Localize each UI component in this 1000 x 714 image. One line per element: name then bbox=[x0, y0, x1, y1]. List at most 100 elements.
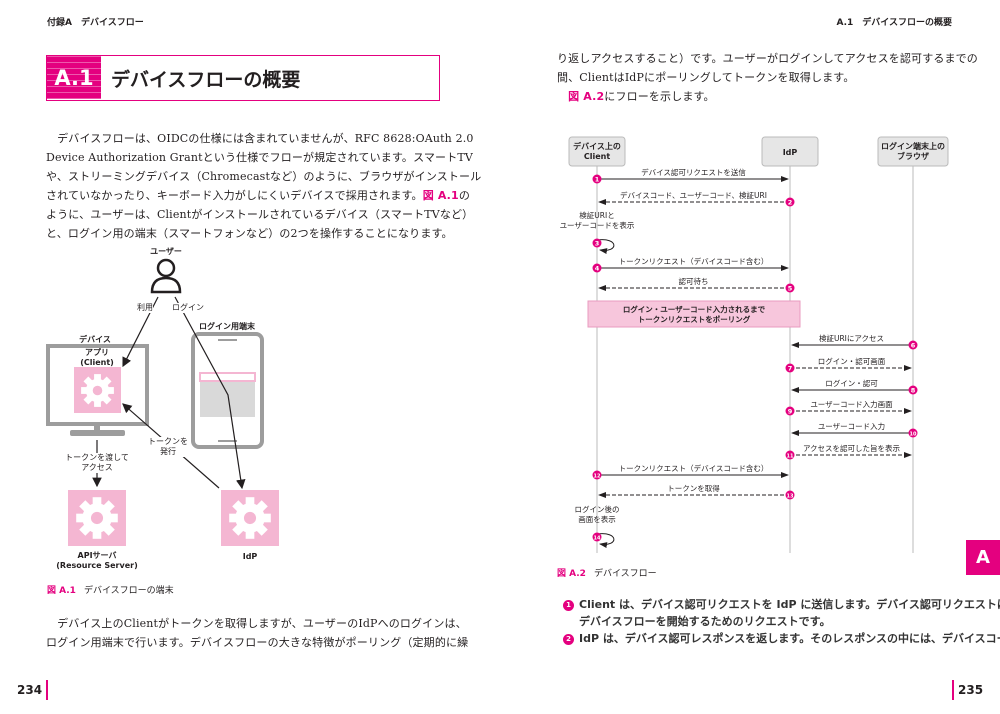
step-number-badge bbox=[785, 363, 795, 373]
idp-gear-icon bbox=[221, 490, 279, 546]
step-number: 4 bbox=[595, 264, 600, 272]
step-number-badge bbox=[785, 450, 795, 460]
text-segment: と、ログイン用の端末（スマートフォンなど）の2つを操作することになります。 bbox=[46, 227, 453, 240]
use-label: 利用 bbox=[137, 303, 153, 313]
text-line: や、ストリーミングデバイス（Chromecastなど）のように、ブラウザがインス… bbox=[46, 167, 481, 186]
step-number-badge: 2 bbox=[563, 634, 574, 645]
message-label: トークンを取得 bbox=[667, 483, 720, 493]
step-number: 12 bbox=[594, 473, 601, 479]
text-line: 図 A.2にフローを示します。 bbox=[557, 87, 978, 106]
user-label: ユーザー bbox=[150, 247, 182, 256]
text-line: ように、ユーザーは、Clientがインストールされているデバイス（スマートTVな… bbox=[46, 205, 481, 224]
message-label: トークンリクエスト（デバイスコード含む） bbox=[619, 463, 769, 473]
text-line: と、ログイン用の端末（スマートフォンなど）の2つを操作することになります。 bbox=[46, 224, 481, 243]
step-number-badge bbox=[592, 470, 602, 480]
text-segment: や、ストリーミングデバイス（Chromecastなど）のように、ブラウザがインス… bbox=[46, 170, 482, 183]
client-app-gear-icon bbox=[74, 367, 121, 413]
issue-token-label: トークンを発行 bbox=[148, 437, 188, 457]
message-label: デバイス認可リクエストを送信 bbox=[641, 167, 746, 177]
page-marker-right bbox=[952, 680, 954, 700]
message-label: 検証URIにアクセス bbox=[819, 333, 884, 343]
text-line: されていなかったり、キーボード入力がしにくいデバイスで採用されます。図 A.1の bbox=[46, 186, 481, 205]
device-flow-terminals-figure bbox=[46, 258, 279, 546]
text-segment: の bbox=[458, 189, 470, 202]
step-number: 9 bbox=[788, 407, 793, 415]
figure-reference-link[interactable]: 図 A.1 bbox=[422, 189, 459, 202]
message-label: ログイン・認可画面 bbox=[818, 356, 886, 366]
running-head-left: 付録A デバイスフロー bbox=[47, 18, 144, 28]
polling-note-box bbox=[587, 300, 801, 328]
api-server-gear-icon bbox=[68, 490, 126, 546]
text-segment: Device Authorization Grantという仕様でフローが規定され… bbox=[46, 151, 473, 164]
step-number-badge bbox=[908, 340, 918, 350]
text-line: Device Authorization Grantという仕様でフローが規定され… bbox=[46, 148, 481, 167]
actor-box bbox=[761, 136, 819, 167]
self-message-arrow bbox=[596, 239, 615, 255]
text-segment: されていなかったり、キーボード入力がしにくいデバイスで採用されます。 bbox=[46, 189, 423, 202]
message-label: 検証URIと bbox=[579, 210, 614, 220]
message-label: ユーザーコード入力 bbox=[818, 421, 885, 431]
step-number: 1 bbox=[595, 175, 600, 183]
step-number-badge bbox=[908, 385, 918, 395]
actor-label: Client bbox=[584, 152, 610, 161]
step-number: 14 bbox=[594, 535, 601, 541]
text-line: デバイス上のClientがトークンを取得しますが、ユーザーのIdPへのログインは… bbox=[46, 614, 468, 633]
text-line: ログイン用端末で行います。デバイスフローの大きな特徴がポーリング（定期的に繰 bbox=[46, 633, 468, 652]
step-number-badge bbox=[592, 532, 602, 542]
message-label: ログイン・認可 bbox=[825, 378, 878, 388]
text-line: デバイスフローは、OIDCの仕様には含まれていませんが、RFC 8628:OAu… bbox=[46, 129, 481, 148]
actor-box bbox=[877, 136, 949, 167]
app-label: アプリ(Client) bbox=[80, 348, 114, 367]
actor-box bbox=[568, 136, 626, 167]
step-number-badge bbox=[592, 238, 602, 248]
message-label: ログイン後の bbox=[575, 504, 620, 514]
step-number: 3 bbox=[595, 239, 600, 247]
step-number: 2 bbox=[788, 198, 793, 206]
actor-label: デバイス上の bbox=[573, 141, 621, 151]
message-label: ユーザーコードを表示 bbox=[560, 220, 635, 230]
text-segment: にフローを示します。 bbox=[604, 90, 715, 103]
page-number-right: 235 bbox=[958, 683, 984, 697]
actor-label: ブラウザ bbox=[897, 151, 929, 161]
polling-note-text: トークンリクエストをポーリング bbox=[638, 314, 751, 324]
text-segment: ように、ユーザーは、Clientがインストールされているデバイス（スマートTVな… bbox=[46, 208, 474, 221]
message-label: 画面を表示 bbox=[578, 514, 616, 524]
actor-label: IdP bbox=[783, 148, 798, 157]
step-number-badge: 1 bbox=[563, 600, 574, 611]
message-label: アクセスを認可した旨を表示 bbox=[803, 443, 901, 453]
section-number: A.1 bbox=[47, 56, 101, 99]
step-number-badge bbox=[592, 174, 602, 184]
pass-token-label: トークンを渡してアクセス bbox=[65, 453, 129, 473]
step-number-badge bbox=[785, 490, 795, 500]
login-terminal-label: ログイン用端末 bbox=[199, 322, 255, 331]
message-label: ユーザーコード入力画面 bbox=[810, 399, 893, 409]
text-segment: り返しアクセスすること）です。ユーザーがログインしてアクセスを認可するまでの bbox=[557, 52, 978, 65]
step-item-line: デバイスフローを開始するためのリクエストです。 bbox=[579, 615, 831, 628]
monitor-icon bbox=[46, 344, 149, 436]
text-segment: デバイス上のClientがトークンを取得しますが、ユーザーのIdPへのログインは… bbox=[46, 617, 467, 630]
polling-paragraph: デバイス上のClientがトークンを取得しますが、ユーザーのIdPへのログインは… bbox=[46, 614, 468, 652]
text-segment: ログイン用端末で行います。デバイスフローの大きな特徴がポーリング（定期的に繰 bbox=[46, 636, 469, 649]
step-number-badge bbox=[592, 263, 602, 273]
step-number: 7 bbox=[788, 364, 793, 372]
intro-paragraph: デバイスフローは、OIDCの仕様には含まれていませんが、RFC 8628:OAu… bbox=[46, 129, 481, 243]
step-number: 13 bbox=[787, 493, 794, 499]
device-label: デバイス bbox=[79, 335, 111, 344]
step-number-badge bbox=[785, 406, 795, 416]
text-line: り返しアクセスすること）です。ユーザーがログインしてアクセスを認可するまでの bbox=[557, 49, 978, 68]
text-segment: デバイスフローは、OIDCの仕様には含まれていませんが、RFC 8628:OAu… bbox=[46, 132, 474, 145]
page-number-left: 234 bbox=[17, 683, 43, 697]
step-number: 10 bbox=[910, 431, 917, 437]
message-label: トークンリクエスト（デバイスコード含む） bbox=[619, 256, 769, 266]
message-label: デバイスコード、ユーザーコード、検証URI bbox=[620, 190, 767, 200]
step-number-badge bbox=[908, 428, 918, 438]
step-number: 8 bbox=[911, 386, 916, 394]
figure-reference-link[interactable]: 図 A.2 bbox=[568, 90, 605, 103]
section-title: デバイスフローの概要 bbox=[111, 69, 301, 91]
step-number-badge bbox=[785, 283, 795, 293]
